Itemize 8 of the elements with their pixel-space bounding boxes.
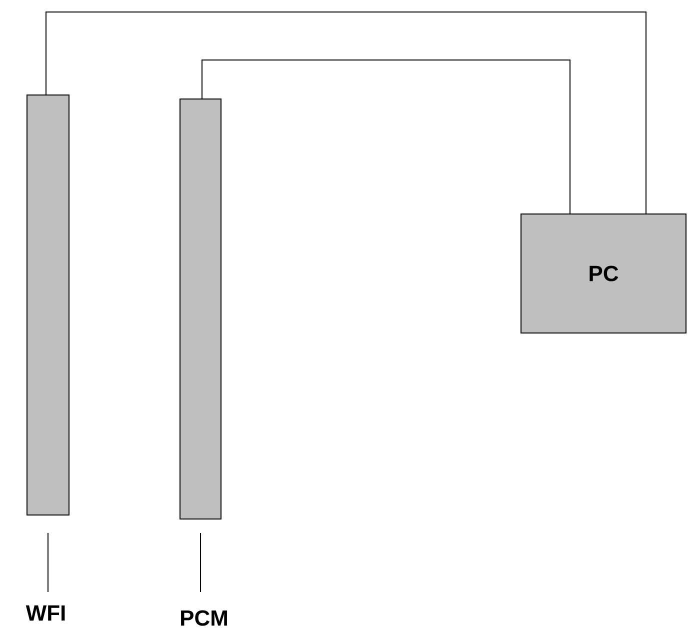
computer-box: PC	[520, 214, 686, 334]
probe-bar	[180, 98, 222, 520]
probe-label: PCM	[181, 610, 227, 626]
probe-bar	[26, 94, 70, 516]
leader-line	[200, 532, 201, 592]
cable-line	[202, 60, 570, 214]
cable-line	[46, 12, 646, 214]
probe-label: WFI	[26, 605, 65, 621]
